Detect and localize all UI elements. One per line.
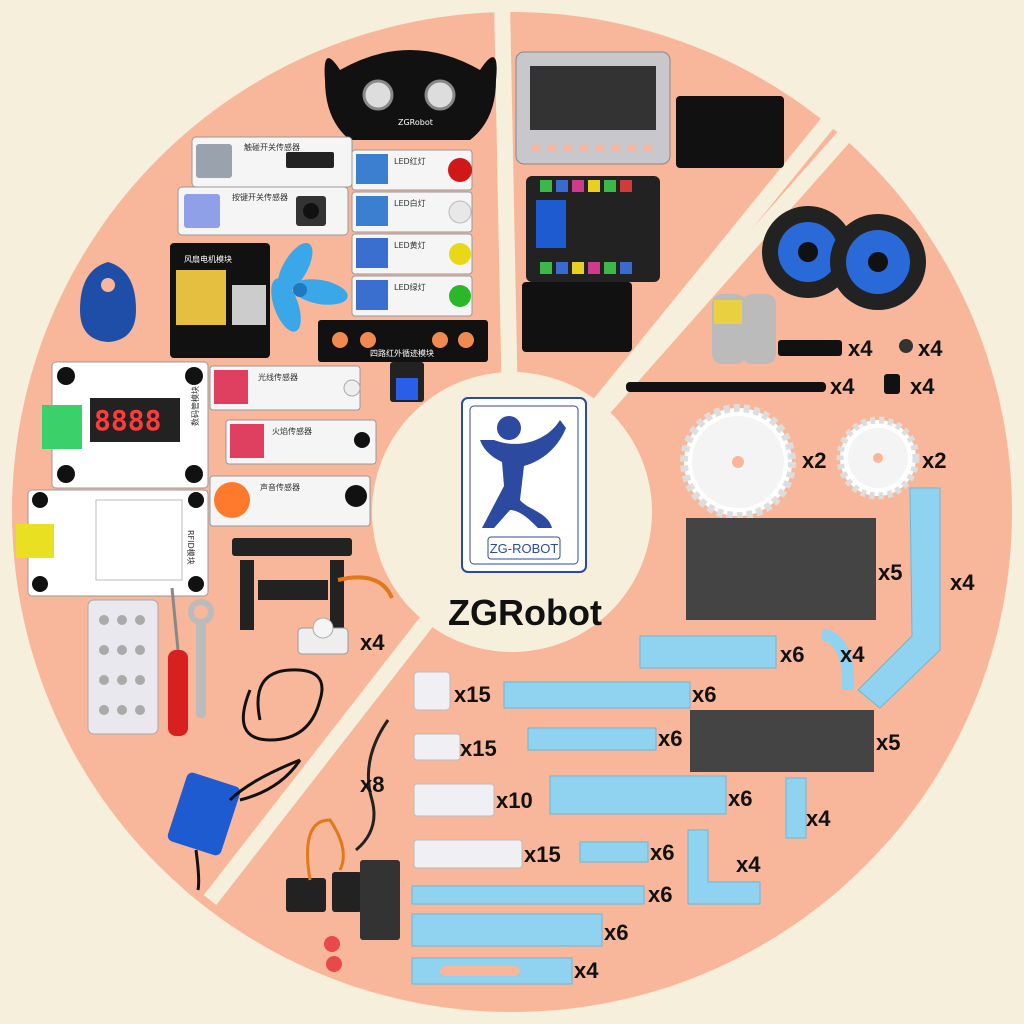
zg-robot-logo: ZG-ROBOT xyxy=(461,397,587,573)
qty-plate-large: x5 xyxy=(878,560,902,585)
perforated-plate-large xyxy=(686,518,876,620)
beam-6c xyxy=(527,727,657,751)
block-2 xyxy=(413,733,461,761)
touch-switch-label: 触碰开关传感器 xyxy=(244,142,300,152)
logo-caption: ZG-ROBOT xyxy=(490,541,559,556)
qty-block-1: x15 xyxy=(454,682,491,707)
plate-grid xyxy=(690,710,874,772)
shaft-coupler xyxy=(884,374,900,394)
qty-caster: x4 xyxy=(360,630,385,655)
qty-axle: x4 xyxy=(830,374,855,399)
led-modules: LED红灯 LED白灯 LED黄灯 LED绿灯 xyxy=(351,149,473,317)
rfid-module: RFID模块 xyxy=(16,489,209,597)
wheels xyxy=(762,206,926,310)
fan-motor-module: 风扇电机模块 xyxy=(170,243,270,358)
qty-cable: x8 xyxy=(360,772,384,797)
qty-beam-6b: x6 xyxy=(692,682,716,707)
led-white-label: LED白灯 xyxy=(394,198,426,208)
qty-slot-beam: x4 xyxy=(574,958,599,983)
digital-tube-module: 8888 数码管模块 xyxy=(42,361,209,489)
flame-sensor-module: 火焰传感器 xyxy=(225,419,377,465)
qty-plate-grid: x5 xyxy=(876,730,900,755)
gear-motors xyxy=(712,294,776,364)
beam-6g xyxy=(411,913,603,947)
button-switch-label: 按键开关传感器 xyxy=(232,192,288,202)
qty-coupler: x4 xyxy=(910,374,935,399)
face-brand: ZGRobot xyxy=(398,118,433,127)
motor-brackets xyxy=(778,340,842,356)
beam-6a xyxy=(639,635,777,669)
qty-block-3: x10 xyxy=(496,788,533,813)
robot-face-board: ZGRobot xyxy=(324,50,497,140)
qty-block-2: x15 xyxy=(460,736,497,761)
small-gear xyxy=(836,416,920,500)
nut-icon xyxy=(899,339,913,353)
qty-beam-6c: x6 xyxy=(658,726,682,751)
led-green-label: LED绿灯 xyxy=(394,282,426,292)
beam-6f xyxy=(411,885,645,905)
qty-beam-6e: x6 xyxy=(650,840,674,865)
led-red-label: LED红灯 xyxy=(394,156,426,166)
battery-pack xyxy=(167,758,301,891)
servo-motors xyxy=(286,818,400,972)
axle-rod xyxy=(626,382,826,392)
light-sensor-label: 光线传感器 xyxy=(258,372,298,382)
mount-plate-top xyxy=(676,96,784,168)
qty-motor-bracket: x4 xyxy=(848,336,873,361)
sound-sensor-label: 声音传感器 xyxy=(260,482,300,492)
beam-6d xyxy=(549,775,727,815)
qty-beam-6g: x6 xyxy=(604,920,628,945)
line-tracker-label: 四路红外循迹模块 xyxy=(370,348,434,358)
rfid-keyfob xyxy=(80,262,136,342)
screwdriver xyxy=(168,587,188,736)
qty-beam-short: x4 xyxy=(806,806,831,831)
digital-tube-label: 数码管模块 xyxy=(190,386,200,426)
connector-cable xyxy=(355,719,390,852)
qty-gear-large: x2 xyxy=(802,448,826,473)
block-4 xyxy=(413,839,523,869)
digital-tube-digits: 8888 xyxy=(94,404,161,437)
usb-cable xyxy=(239,668,324,802)
servo-claw xyxy=(232,538,394,630)
led-yellow-label: LED黄灯 xyxy=(394,240,426,250)
line-tracker-module: 四路红外循迹模块 xyxy=(318,320,488,402)
l-beam xyxy=(687,829,761,905)
qty-beam-6d: x6 xyxy=(728,786,752,811)
beam-6e xyxy=(579,841,649,863)
large-gear xyxy=(680,404,796,520)
mount-plate-bottom xyxy=(522,282,632,352)
fan-motor-label: 风扇电机模块 xyxy=(184,254,232,264)
block-1 xyxy=(413,671,451,711)
beam-short xyxy=(785,777,807,839)
arc-beam xyxy=(820,628,855,691)
screws-box xyxy=(87,599,159,735)
beam-6b xyxy=(503,681,691,709)
fan-blade xyxy=(271,243,348,332)
flame-sensor-label: 火焰传感器 xyxy=(272,426,312,436)
bent-beam xyxy=(857,487,941,709)
controller-board xyxy=(526,176,660,282)
qty-nut: x4 xyxy=(918,336,943,361)
touch-switch-module: 触碰开关传感器 xyxy=(191,136,353,188)
qty-arc: x4 xyxy=(840,642,865,667)
rfid-module-label: RFID模块 xyxy=(186,530,196,565)
qty-l-beam: x4 xyxy=(736,852,761,877)
led-matrix-board xyxy=(515,51,671,165)
sound-sensor-module: 声音传感器 xyxy=(209,475,371,527)
button-switch-module: 按键开关传感器 xyxy=(177,186,349,236)
slot-beam xyxy=(411,957,573,985)
qty-beam-6a: x6 xyxy=(780,642,804,667)
qty-block-4: x15 xyxy=(524,842,561,867)
brand-name: ZGRobot xyxy=(448,592,602,633)
qty-gear-small: x2 xyxy=(922,448,946,473)
wrench xyxy=(188,599,214,718)
block-3 xyxy=(413,783,495,817)
qty-beam-bent: x4 xyxy=(950,570,975,595)
qty-beam-6f: x6 xyxy=(648,882,672,907)
caster-wheel xyxy=(297,617,349,655)
light-sensor-module: 光线传感器 xyxy=(209,365,361,411)
